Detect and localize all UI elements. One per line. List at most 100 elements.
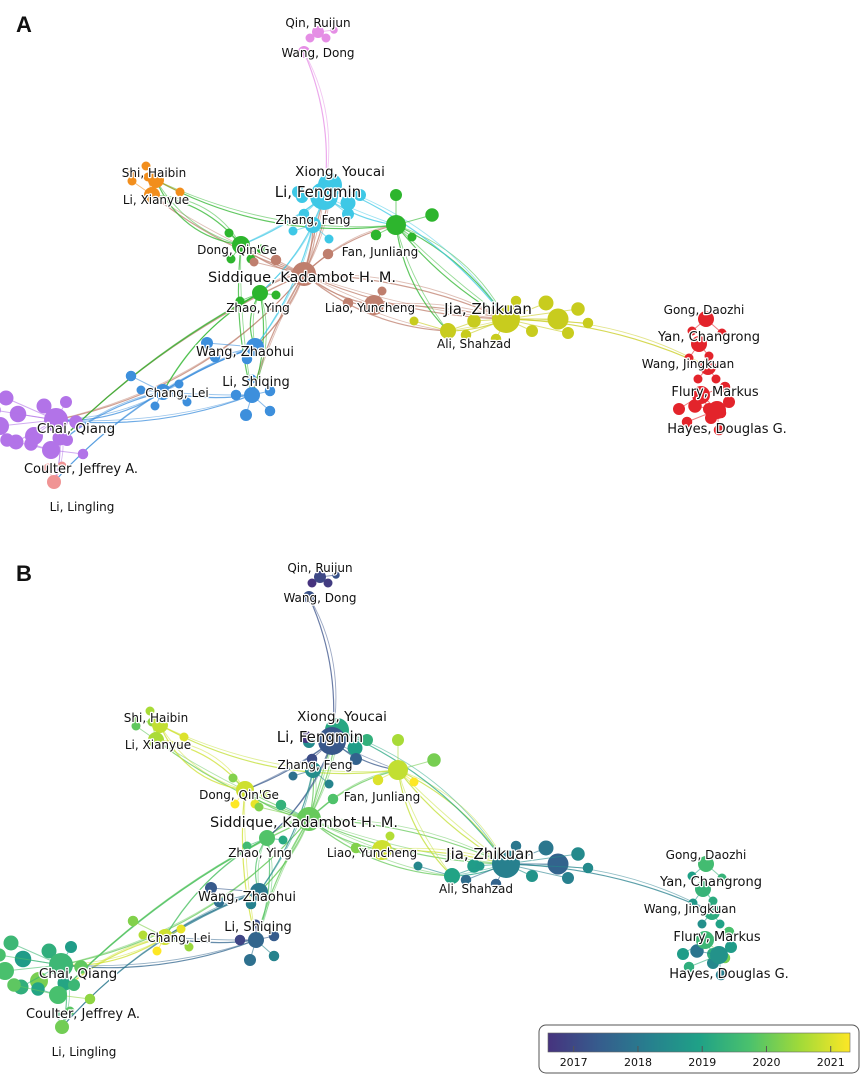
author-node[interactable] (278, 835, 288, 845)
author-node[interactable] (526, 325, 538, 337)
author-node[interactable] (409, 777, 419, 787)
author-node[interactable] (547, 308, 569, 330)
author-node[interactable] (547, 853, 569, 875)
author-node[interactable] (288, 226, 298, 236)
author-node[interactable] (24, 437, 38, 451)
author-node[interactable] (385, 831, 395, 841)
author-node[interactable] (264, 405, 276, 417)
author-node[interactable] (127, 169, 137, 179)
author-node[interactable] (68, 979, 80, 991)
author-node[interactable] (407, 232, 417, 242)
author-node[interactable] (74, 960, 88, 974)
author-node[interactable] (179, 732, 189, 742)
author-node-zhang-feng[interactable] (305, 762, 321, 778)
author-node[interactable] (270, 254, 282, 266)
author-node[interactable] (213, 896, 225, 908)
author-node[interactable] (347, 740, 363, 756)
author-node[interactable] (510, 295, 522, 307)
author-node[interactable] (704, 351, 714, 361)
author-node[interactable] (562, 872, 574, 884)
author-node[interactable] (251, 919, 261, 929)
author-node[interactable] (298, 208, 310, 220)
author-node[interactable] (77, 448, 89, 460)
author-node[interactable] (490, 878, 502, 890)
author-node[interactable] (305, 33, 315, 43)
author-node[interactable] (245, 898, 257, 910)
author-node[interactable] (715, 919, 725, 929)
author-node[interactable] (84, 993, 96, 1005)
author-node[interactable] (687, 326, 697, 336)
author-node[interactable] (138, 930, 148, 940)
author-node[interactable] (136, 385, 146, 395)
author-node[interactable] (370, 229, 382, 241)
author-node[interactable] (205, 882, 217, 894)
author-node[interactable] (224, 228, 234, 238)
author-node-wang-dong[interactable] (303, 591, 315, 603)
author-node-wang-zhaohui[interactable] (246, 338, 264, 356)
author-node[interactable] (275, 799, 287, 811)
author-node[interactable] (7, 978, 21, 992)
author-node[interactable] (65, 941, 77, 953)
author-node[interactable] (0, 417, 9, 435)
author-node-yan-changrong[interactable] (695, 881, 711, 897)
author-node[interactable] (562, 327, 574, 339)
author-node-li-lingling[interactable] (47, 475, 61, 489)
author-node-ali-shahzad[interactable] (440, 323, 456, 339)
author-node-ali-shahzad[interactable] (444, 868, 460, 884)
author-node[interactable] (409, 316, 419, 326)
author-node[interactable] (510, 840, 522, 852)
author-node-li-xianyue[interactable] (144, 187, 160, 203)
author-node[interactable] (240, 409, 252, 421)
author-node[interactable] (31, 982, 45, 996)
author-node[interactable] (201, 337, 213, 349)
author-node[interactable] (244, 954, 256, 966)
author-node[interactable] (61, 434, 73, 446)
author-node-dong-qin-ge[interactable] (236, 781, 254, 799)
author-node-flury-markus[interactable] (692, 386, 710, 404)
author-node-hayes-douglas-g[interactable] (708, 401, 726, 419)
author-node[interactable] (0, 948, 6, 962)
author-node[interactable] (673, 403, 685, 415)
author-node[interactable] (230, 389, 242, 401)
author-node[interactable] (392, 734, 404, 746)
author-node-wang-zhaohui[interactable] (250, 883, 268, 901)
author-node[interactable] (582, 317, 594, 329)
author-node[interactable] (182, 397, 192, 407)
author-node[interactable] (0, 433, 14, 447)
author-node[interactable] (268, 930, 280, 942)
author-node[interactable] (43, 463, 53, 473)
author-node[interactable] (3, 935, 19, 951)
author-node[interactable] (723, 926, 735, 938)
author-node[interactable] (332, 571, 340, 579)
author-node[interactable] (145, 706, 155, 716)
author-node[interactable] (687, 871, 697, 881)
author-node[interactable] (247, 374, 257, 384)
author-node-jia-zhikuan[interactable] (492, 305, 520, 333)
author-node-shi-haibin[interactable] (148, 172, 164, 188)
author-node-siddique-kadambot-h-m[interactable] (297, 807, 321, 831)
author-node[interactable] (571, 847, 585, 861)
author-node[interactable] (323, 578, 333, 588)
author-node-gong-daozhi[interactable] (698, 856, 714, 872)
author-node[interactable] (708, 896, 718, 906)
author-node[interactable] (677, 948, 689, 960)
author-node[interactable] (711, 374, 721, 384)
author-node[interactable] (582, 862, 594, 874)
author-node[interactable] (377, 286, 387, 296)
author-node[interactable] (174, 379, 184, 389)
author-node[interactable] (51, 1008, 61, 1018)
author-node-liao-yuncheng[interactable] (372, 840, 392, 860)
author-node[interactable] (127, 915, 139, 927)
author-node[interactable] (390, 189, 402, 201)
author-node[interactable] (427, 753, 441, 767)
author-node-shi-haibin[interactable] (152, 717, 168, 733)
author-node[interactable] (249, 257, 259, 267)
author-node[interactable] (354, 189, 366, 201)
author-node[interactable] (69, 415, 83, 429)
author-node-dong-qin-ge[interactable] (232, 236, 250, 254)
author-node[interactable] (324, 234, 334, 244)
author-node[interactable] (60, 396, 72, 408)
author-node[interactable] (150, 401, 160, 411)
author-node[interactable] (681, 416, 693, 428)
author-node[interactable] (683, 961, 695, 973)
